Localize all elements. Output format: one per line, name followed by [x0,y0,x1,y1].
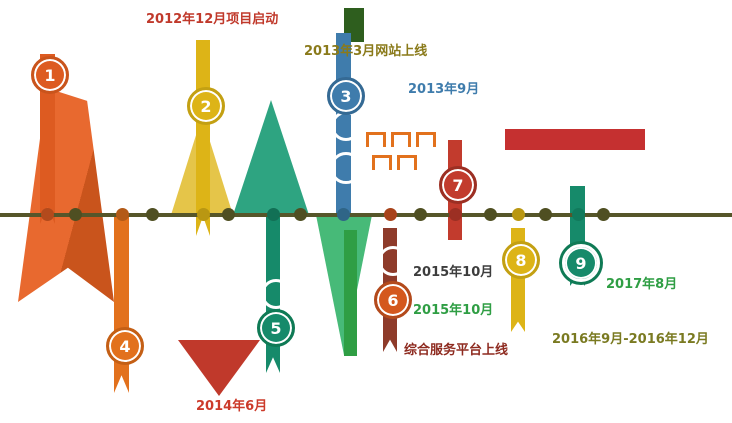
milestone-label-6-top: 2015年10月 [413,265,494,280]
milestone-circle-3: 3 [327,77,365,115]
ring-marker-6 [378,246,408,276]
milestone-circle-6: 6 [374,281,412,319]
milestone-label-2: 2013年3月网站上线 [304,44,428,59]
timeline-node [512,208,525,221]
timeline-node [294,208,307,221]
timeline-node [539,208,552,221]
timeline-node [449,208,462,221]
milestone-label-6-mid: 2015年10月 [413,303,494,318]
ribbon-2 [196,40,210,236]
ladder-icon [372,155,392,170]
milestone-label-1: 2012年12月项目启动 [146,12,279,27]
ring-marker-3b [330,152,362,184]
ring-marker-5 [261,279,291,309]
timeline-node [146,208,159,221]
pennant-shape-1 [18,88,114,302]
ribbon-1 [40,54,55,224]
ribbon-6-green [344,230,357,356]
milestone-label-3: 2013年9月 [408,82,480,97]
timeline-node [69,208,82,221]
milestone-label-9: 2017年8月 [606,277,678,292]
ladder-icon [397,155,417,170]
timeline-node [222,208,235,221]
triangle-4-red [178,340,260,396]
timeline-line [0,213,732,217]
timeline-node [116,208,129,221]
milestone-circle-5: 5 [257,309,295,347]
timeline-node [337,208,350,221]
ladder-icons [366,132,436,174]
timeline-node [197,208,210,221]
timeline-node [267,208,280,221]
milestone-circle-4: 4 [106,327,144,365]
milestone-label-8: 2016年9月-2016年12月 [552,332,709,347]
milestone-circle-7: 7 [439,166,477,204]
timeline-node [572,208,585,221]
ladder-icon [416,132,436,147]
milestone-label-4: 2014年6月 [196,399,268,414]
timeline-node [484,208,497,221]
milestone-circle-8: 8 [502,241,540,279]
timeline-node [414,208,427,221]
ladder-icon [391,132,411,147]
timeline-node [384,208,397,221]
timeline-node [41,208,54,221]
triangle-5 [233,100,309,215]
timeline-node [597,208,610,221]
ladder-icon [366,132,386,147]
milestone-circle-1: 1 [31,56,69,94]
milestone-label-6-bottom: 综合服务平台上线 [404,343,509,358]
banner-7 [505,129,645,150]
milestone-circle-2: 2 [187,87,225,125]
ribbon-4 [114,215,129,393]
ring-marker-3a [331,111,361,141]
milestone-circle-9: 9 [562,244,600,282]
